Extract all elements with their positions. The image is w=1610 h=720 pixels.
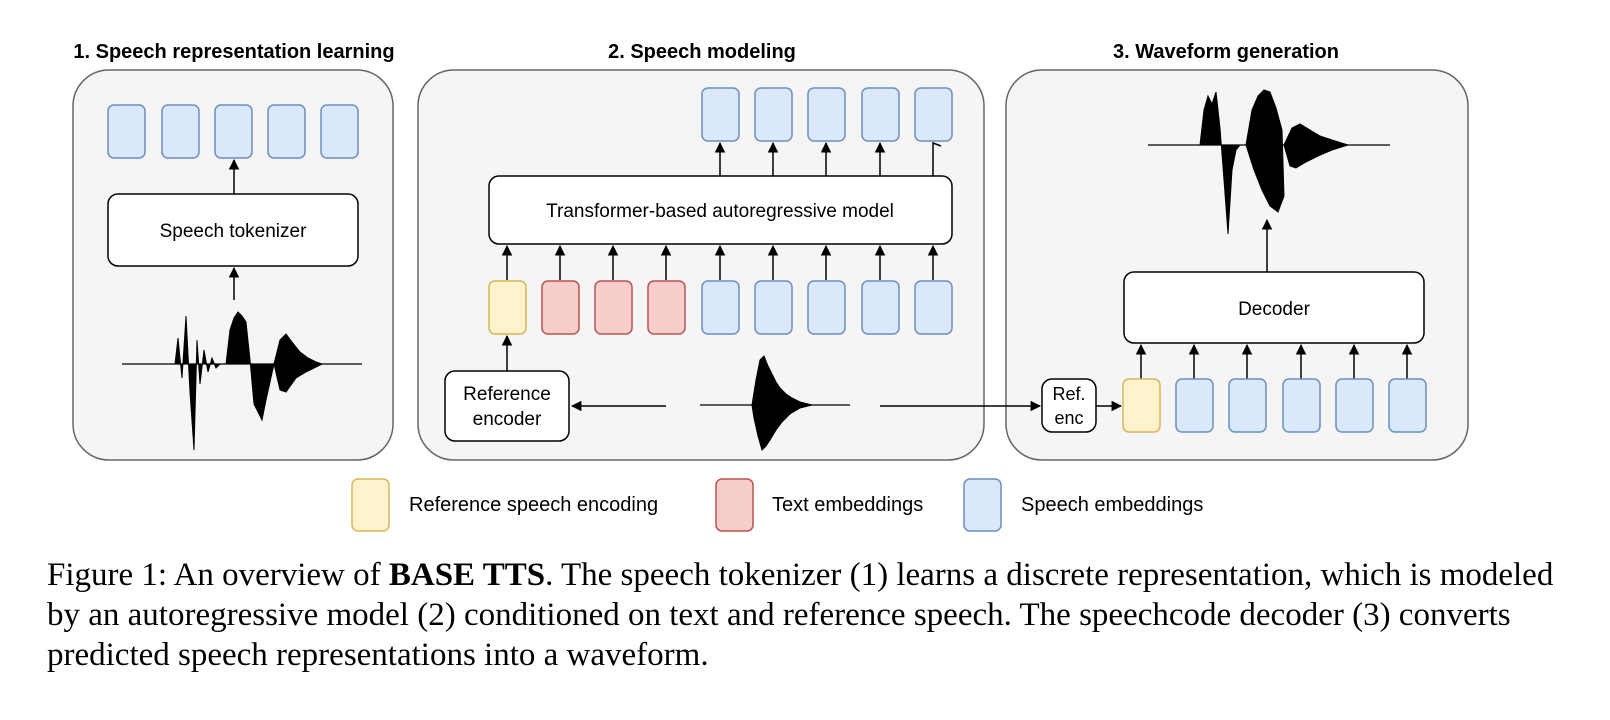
speech-token xyxy=(1175,378,1214,433)
panel-1-token-row xyxy=(107,104,359,159)
legend-reference-swatch xyxy=(351,478,390,532)
legend-speech-label: Speech embeddings xyxy=(1021,494,1203,516)
reference-encoder-label-line1: Reference xyxy=(463,384,551,405)
panel-2-background xyxy=(417,69,985,461)
reference-waveform-icon xyxy=(700,355,850,451)
figure-caption: Figure 1: An overview of BASE TTS. The s… xyxy=(47,555,1587,675)
speech-token xyxy=(267,104,306,159)
ref-enc-label-line2: enc xyxy=(1054,408,1083,428)
speech-token xyxy=(1388,378,1427,433)
decoder-box xyxy=(1123,271,1425,344)
speech-token xyxy=(1335,378,1374,433)
waveform-icon xyxy=(122,311,362,451)
speech-token xyxy=(807,280,846,335)
panel-3-speech-tokens xyxy=(1175,378,1427,433)
panel-3-title: 3. Waveform generation xyxy=(1113,41,1339,63)
reference-encoding-token xyxy=(1122,378,1161,433)
panel-2-input-arrows xyxy=(501,244,939,280)
speech-tokenizer-label: Speech tokenizer xyxy=(160,221,307,242)
caption-suffix: . The speech tokenizer (1) learns a disc… xyxy=(47,557,1554,673)
speech-embedding-tokens xyxy=(701,280,953,335)
speech-token xyxy=(861,280,900,335)
transformer-model-box xyxy=(488,175,953,245)
speech-token xyxy=(214,104,253,159)
output-waveform-icon xyxy=(1148,89,1390,235)
speech-token xyxy=(754,87,793,142)
speech-token xyxy=(701,87,740,142)
caption-prefix: Figure 1: An overview of xyxy=(47,557,389,593)
reference-encoder-box xyxy=(444,370,570,442)
speech-token xyxy=(701,280,740,335)
legend-reference-label: Reference speech encoding xyxy=(409,494,658,516)
speech-token xyxy=(107,104,146,159)
speech-token xyxy=(1228,378,1267,433)
legend-speech-swatch xyxy=(963,478,1002,532)
text-token xyxy=(594,280,633,335)
speech-token xyxy=(754,280,793,335)
decoder-label: Decoder xyxy=(1238,299,1310,320)
speech-token xyxy=(807,87,846,142)
speech-token xyxy=(914,280,953,335)
speech-tokenizer-box xyxy=(107,193,359,267)
ref-enc-label-line1: Ref. xyxy=(1052,384,1085,404)
text-token xyxy=(541,280,580,335)
panel-2-title: 2. Speech modeling xyxy=(608,41,796,63)
panel-1-title: 1. Speech representation learning xyxy=(73,41,394,63)
caption-bold: BASE TTS xyxy=(388,557,546,593)
panel-3-input-arrows xyxy=(1135,343,1413,379)
text-token xyxy=(647,280,686,335)
panel-2-output-tokens xyxy=(701,87,953,142)
architecture-diagram: 1. Speech representation learning 2. Spe… xyxy=(72,41,1469,532)
reference-encoder-label-line2: encoder xyxy=(473,409,542,430)
text-embedding-tokens xyxy=(541,280,686,335)
legend-text-label: Text embeddings xyxy=(772,494,923,516)
speech-token xyxy=(1282,378,1321,433)
reference-encoding-token xyxy=(488,280,527,335)
speech-token xyxy=(161,104,200,159)
speech-token xyxy=(320,104,359,159)
panel-3-background xyxy=(1005,69,1469,461)
legend-text-swatch xyxy=(715,478,754,532)
speech-token xyxy=(914,87,953,142)
panel-2-output-arrows xyxy=(714,141,942,176)
transformer-model-label: Transformer-based autoregressive model xyxy=(546,201,894,222)
speech-token xyxy=(861,87,900,142)
